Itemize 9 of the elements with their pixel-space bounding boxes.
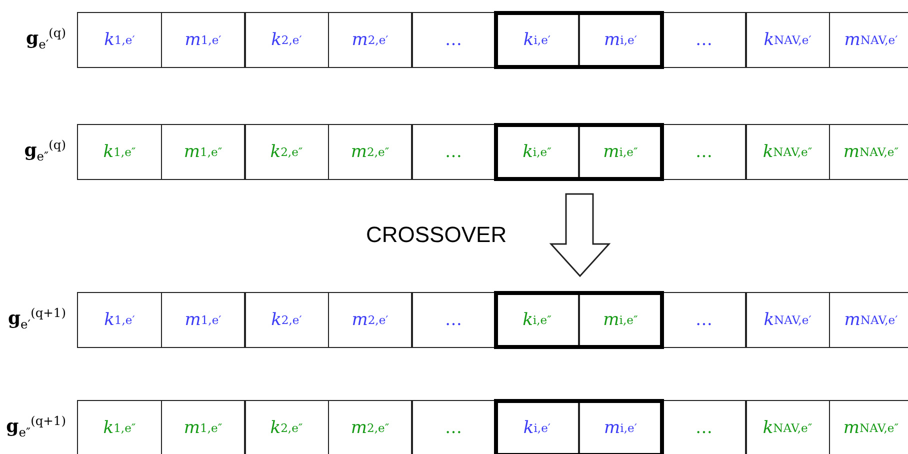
table-cell: … (662, 12, 746, 68)
table-cell: … (411, 124, 496, 180)
table-cell: … (662, 292, 746, 348)
table-cell: … (662, 400, 746, 454)
operation-label: CROSSOVER (366, 222, 507, 248)
table-cell: … (411, 12, 496, 68)
table-cell: … (411, 292, 496, 348)
table-cell: … (662, 124, 746, 180)
table-cell: … (411, 400, 496, 454)
